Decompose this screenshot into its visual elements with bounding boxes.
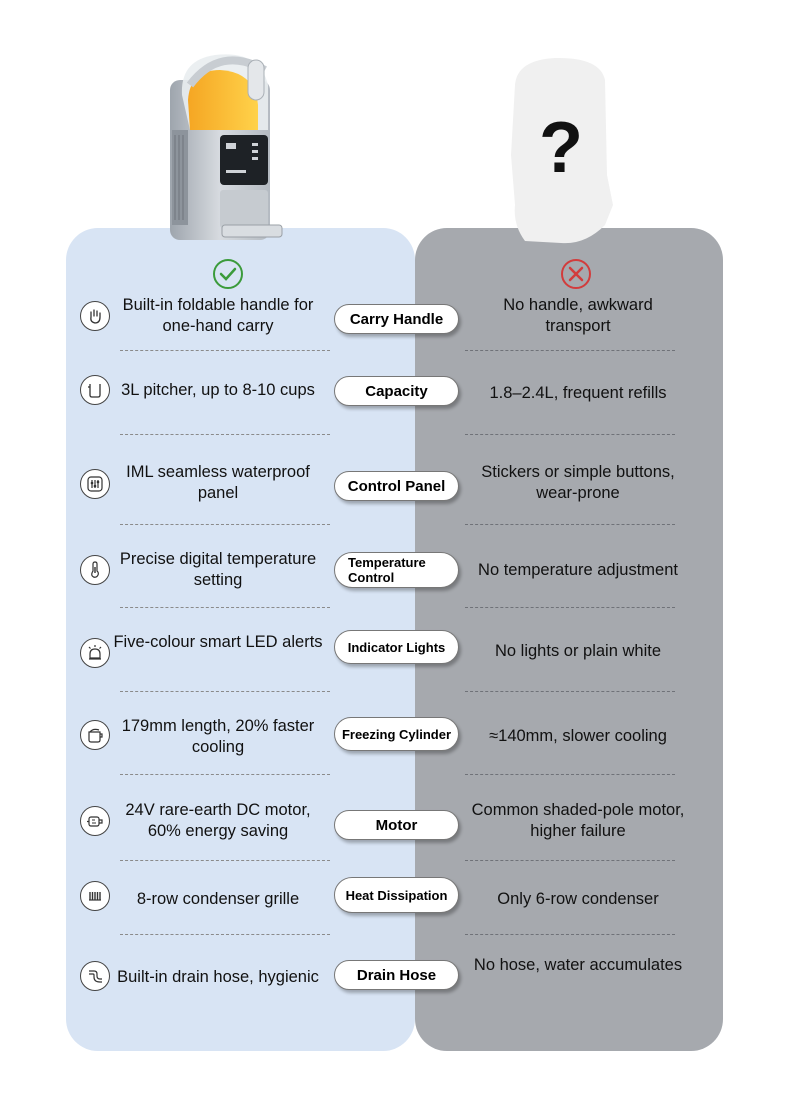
divider (465, 691, 675, 692)
unknown-product-silhouette (511, 57, 613, 244)
divider (465, 607, 675, 608)
divider (465, 350, 675, 351)
thermometer-icon (80, 555, 110, 585)
divider (120, 607, 330, 608)
divider (465, 934, 675, 935)
hand-icon (80, 301, 110, 331)
divider (120, 691, 330, 692)
alarm-light-icon (80, 638, 110, 668)
ours-carry-handle: Built-in foldable handle for one-hand ca… (122, 296, 314, 335)
feature-pill-drain-hose: Drain Hose (334, 960, 459, 990)
theirs-temperature-control: No temperature adjustment (478, 561, 678, 579)
x-circle-icon (561, 259, 591, 289)
theirs-control-panel: Stickers or simple buttons, wear-prone (481, 463, 675, 502)
theirs-indicator-lights: No lights or plain white (495, 642, 661, 660)
theirs-carry-handle: No handle, awkward transport (503, 296, 653, 335)
ours-indicator-lights: Five-colour smart LED alerts (113, 633, 323, 651)
competitor-panel (415, 228, 723, 1051)
ours-motor: 24V rare-earth DC motor, 60% energy savi… (125, 801, 311, 840)
ours-temperature-control: Precise digital temperature setting (119, 550, 317, 589)
question-mark: ? (539, 108, 583, 188)
divider (120, 524, 330, 525)
divider (465, 860, 675, 861)
ours-freezing-cylinder: 179mm length, 20% faster cooling (121, 717, 315, 756)
divider (120, 860, 330, 861)
theirs-heat-dissipation: Only 6-row condenser (497, 890, 659, 908)
feature-pill-motor: Motor (334, 810, 459, 840)
feature-pill-heat-dissipation: Heat Dissipation (334, 877, 459, 913)
feature-pill-capacity: Capacity (334, 376, 459, 406)
divider (465, 774, 675, 775)
theirs-capacity: 1.8–2.4L, frequent refills (489, 384, 667, 402)
feature-pill-temperature-control: Temperature Control (334, 552, 459, 588)
theirs-drain-hose: No hose, water accumulates (473, 956, 683, 974)
motor-icon (80, 806, 110, 836)
divider (120, 774, 330, 775)
sliders-icon (80, 469, 110, 499)
grille-icon (80, 881, 110, 911)
divider (120, 350, 330, 351)
feature-pill-indicator-lights: Indicator Lights (334, 630, 459, 664)
check-circle-icon (213, 259, 243, 289)
feature-pill-control-panel: Control Panel (334, 471, 459, 501)
theirs-motor: Common shaded-pole motor, higher failure (471, 801, 685, 840)
pitcher-icon (80, 375, 110, 405)
ours-control-panel: IML seamless waterproof panel (126, 463, 310, 502)
ours-drain-hose: Built-in drain hose, hygienic (117, 968, 319, 986)
divider (120, 434, 330, 435)
feature-pill-carry-handle: Carry Handle (334, 304, 459, 334)
ours-capacity: 3L pitcher, up to 8-10 cups (121, 381, 315, 399)
divider (465, 524, 675, 525)
ours-heat-dissipation: 8-row condenser grille (136, 890, 300, 908)
theirs-freezing-cylinder: ≈140mm, slower cooling (489, 727, 667, 745)
slush-machine-image (170, 54, 283, 240)
divider (465, 434, 675, 435)
divider (120, 934, 330, 935)
feature-pill-freezing-cylinder: Freezing Cylinder (334, 717, 459, 751)
cylinder-icon (80, 720, 110, 750)
hose-icon (80, 961, 110, 991)
